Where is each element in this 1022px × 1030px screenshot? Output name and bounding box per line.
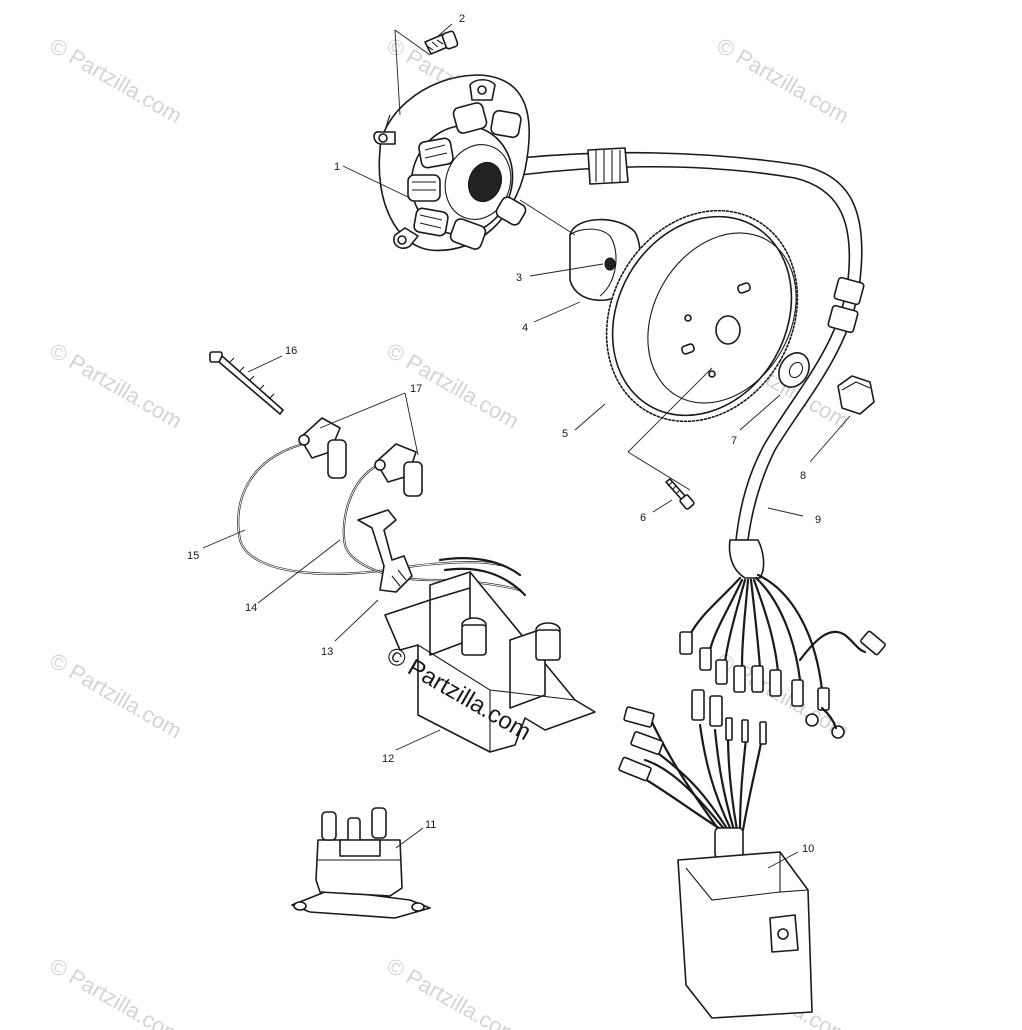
flywheel-nut [837, 375, 875, 415]
washer [778, 352, 810, 388]
cdi-box [618, 689, 813, 1019]
watermark: © Partzilla.com [46, 338, 187, 434]
stator-coil [413, 207, 449, 237]
stator-coil [418, 137, 454, 169]
leader-lines [202, 23, 851, 869]
starter-solenoid [291, 807, 431, 919]
watermark: © Partzilla.com [383, 953, 524, 1030]
harness-grommet [827, 304, 859, 334]
stator-coil [449, 218, 487, 250]
harness-split [728, 539, 765, 579]
callout-labels: 1 2 3 4 5 6 7 8 9 10 11 12 13 14 15 16 1… [187, 13, 821, 855]
callout-9: 9 [815, 514, 821, 526]
callout-4: 4 [522, 322, 528, 334]
watermark: © Partzilla.com [46, 33, 187, 129]
spark-plug-wire [237, 443, 502, 575]
stator-coil [407, 174, 441, 202]
callout-1: 1 [334, 161, 340, 173]
stator-coil [495, 196, 527, 226]
flywheel-bolt [665, 478, 695, 510]
ignition-coil [384, 557, 596, 753]
flywheel [605, 209, 799, 423]
watermark: © Partzilla.com [713, 33, 854, 129]
callout-8: 8 [800, 470, 806, 482]
stator-screw [424, 30, 459, 55]
callout-15: 15 [187, 550, 199, 562]
callout-12: 12 [382, 753, 394, 765]
spark-plug-cap [298, 417, 347, 479]
spark-plug-wire [342, 463, 522, 592]
harness-connector [587, 147, 629, 185]
spark-plug-cap [374, 443, 423, 497]
callout-5: 5 [562, 428, 568, 440]
callout-11: 11 [425, 819, 436, 831]
wiring-harness [519, 147, 886, 739]
stator-assembly [373, 74, 531, 252]
callout-10: 10 [802, 843, 814, 855]
callout-14: 14 [245, 602, 257, 614]
watermark: © Partzilla.com [46, 648, 187, 744]
stator-coil [490, 109, 522, 139]
cable-tie [209, 351, 284, 415]
callout-3: 3 [516, 272, 522, 284]
callout-16: 16 [285, 345, 297, 357]
harness-grommet [833, 276, 865, 306]
callout-17: 17 [410, 383, 422, 395]
stator-coil [452, 102, 488, 134]
watermark: © Partzilla.com [383, 338, 524, 434]
coil-bracket [357, 509, 413, 593]
callout-2: 2 [459, 13, 465, 25]
callout-6: 6 [640, 512, 646, 524]
watermark: © Partzilla.com [46, 953, 187, 1030]
callout-13: 13 [321, 646, 333, 658]
callout-7: 7 [731, 435, 737, 447]
